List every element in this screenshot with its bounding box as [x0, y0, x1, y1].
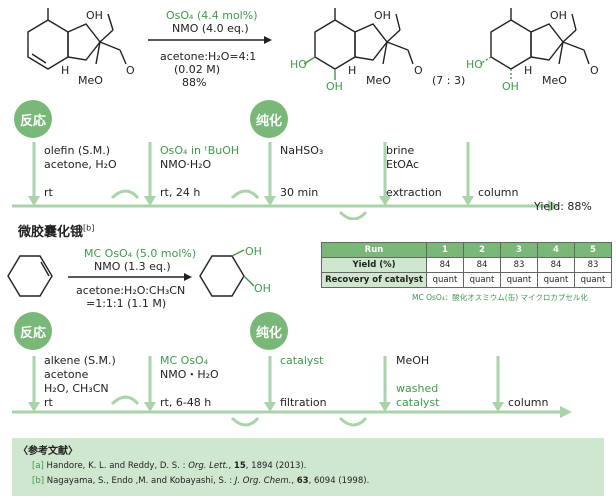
- flow2-col4-mid2: catalyst: [396, 396, 440, 409]
- flow1-col4-line2: EtOAc: [386, 158, 420, 171]
- svg-text:MeO: MeO: [366, 74, 391, 87]
- flow2-col1-line2: acetone: [44, 368, 89, 381]
- flow1-col1-line2: acetone, H₂O: [44, 158, 117, 171]
- scheme1-reagent-1: OsO₄ (4.4 mol%): [166, 9, 258, 22]
- reference-b: [b] Nagayama, S., Endo ,M. and Kobayashi…: [32, 476, 370, 486]
- flow1-arrows: [12, 142, 560, 220]
- svg-text:O: O: [414, 64, 423, 77]
- references-title: 〈参考文献〉: [18, 446, 78, 457]
- flow2-arrows: [12, 356, 572, 427]
- oh-label: OH: [86, 9, 103, 22]
- flow2-col1-bottom: rt: [44, 396, 53, 409]
- svg-text:HO: HO: [290, 58, 307, 71]
- flow1-badge-reaction: 反応: [14, 100, 52, 138]
- scheme2-reagent-2: NMO (1.3 eq.): [94, 260, 171, 273]
- table-footnote: MC OsO₄：酸化オスミウム(缶) マイクロカプセル化: [412, 293, 588, 302]
- scheme1-yield: 88%: [182, 76, 207, 89]
- reference-a: [a] Handore, K. L. and Reddy, D. S. : Or…: [32, 461, 307, 471]
- meo-label: MeO: [78, 74, 103, 87]
- cyclohexene-structure: [7, 255, 53, 297]
- scheme1-reaction-arrow: [148, 36, 272, 44]
- svg-text:OH: OH: [254, 282, 271, 295]
- svg-text:MeO: MeO: [542, 74, 567, 87]
- svg-text:O: O: [590, 64, 599, 77]
- scheme2-conc: =1:1:1 (1.1 M): [86, 297, 167, 310]
- scheme1-reagent-2: NMO (4.0 eq.): [172, 22, 249, 35]
- catalyst-recovery-table: Run 1 2 3 4 5 Yield (%) 84 84 83 84 83 R…: [321, 242, 612, 288]
- flow2-col3-bottom: filtration: [280, 396, 327, 409]
- flow2-badge-reaction: 反応: [14, 312, 52, 350]
- flow2-badge-purification: 纯化: [250, 312, 288, 350]
- flow2-col2-line2: NMO・H₂O: [160, 368, 219, 381]
- svg-text:OH: OH: [245, 246, 262, 258]
- references-box: 〈参考文献〉 [a] Handore, K. L. and Reddy, D. …: [12, 438, 604, 496]
- flow1-col3-line1: NaHSO₃: [280, 144, 324, 157]
- flow1-col1-bottom: rt: [44, 186, 53, 199]
- scheme2-reagent-1: MC OsO₄ (5.0 mol%): [84, 247, 197, 260]
- flow2-col4-line1: MeOH: [396, 354, 430, 367]
- svg-text:OH: OH: [326, 80, 343, 93]
- scheme1-reactant-structure: OH H MeO O: [27, 8, 135, 87]
- scheme2-reaction-arrow: [68, 273, 192, 281]
- flow1-yield: Yield: 88%: [534, 200, 592, 213]
- scheme2-solvent: acetone:H₂O:CH₃CN: [76, 284, 186, 297]
- flow1-col1-line1: olefin (S.M.): [44, 144, 110, 157]
- flow1-col5-bottom: column: [478, 186, 519, 199]
- scheme1-conc: (0.02 M): [174, 63, 221, 76]
- diol-structure: OH OH: [199, 246, 271, 297]
- o-label: O: [126, 64, 135, 77]
- flow2-col2-bottom: rt, 6-48 h: [160, 396, 212, 409]
- section2-title: 微胶囊化锇[b]: [18, 223, 95, 240]
- svg-text:H: H: [348, 64, 356, 77]
- svg-text:OH: OH: [374, 9, 391, 22]
- flow1-col2-line1: OsO₄ in ᵗBuOH: [160, 144, 240, 157]
- flow1-col3-bottom: 30 min: [280, 186, 319, 199]
- flow1-col2-bottom: rt, 24 h: [160, 186, 201, 199]
- flow2-col1-line1: alkene (S.M.): [44, 354, 116, 367]
- scheme1-product-minor: OH HO OH H MeO O: [466, 8, 599, 93]
- flow2-col3-line1: catalyst: [280, 354, 324, 367]
- product-ratio: (7 : 3): [432, 74, 466, 87]
- svg-text:OH: OH: [502, 80, 519, 93]
- flow2-col1-line3: H₂O, CH₃CN: [44, 382, 109, 395]
- flow1-badge-purification: 纯化: [250, 100, 288, 138]
- flow1-col4-line1: brine: [386, 144, 415, 157]
- svg-text:HO: HO: [466, 58, 483, 71]
- h-label: H: [61, 64, 69, 77]
- svg-text:OH: OH: [550, 9, 567, 22]
- flow2-col4-mid1: washed: [396, 382, 439, 395]
- scheme1-product-major: OH HO OH H MeO O: [290, 8, 423, 93]
- svg-text:H: H: [524, 64, 532, 77]
- flow2-col2-line1: MC OsO₄: [160, 354, 209, 367]
- flow1-col4-bottom: extraction: [386, 186, 442, 199]
- flow2-col5-bottom: column: [508, 396, 549, 409]
- table-row: Recovery of catalyst quant quant quant q…: [321, 272, 612, 288]
- scheme1-solvent: acetone:H₂O=4:1: [160, 50, 257, 63]
- flow1-col2-line2: NMO·H₂O: [160, 158, 212, 171]
